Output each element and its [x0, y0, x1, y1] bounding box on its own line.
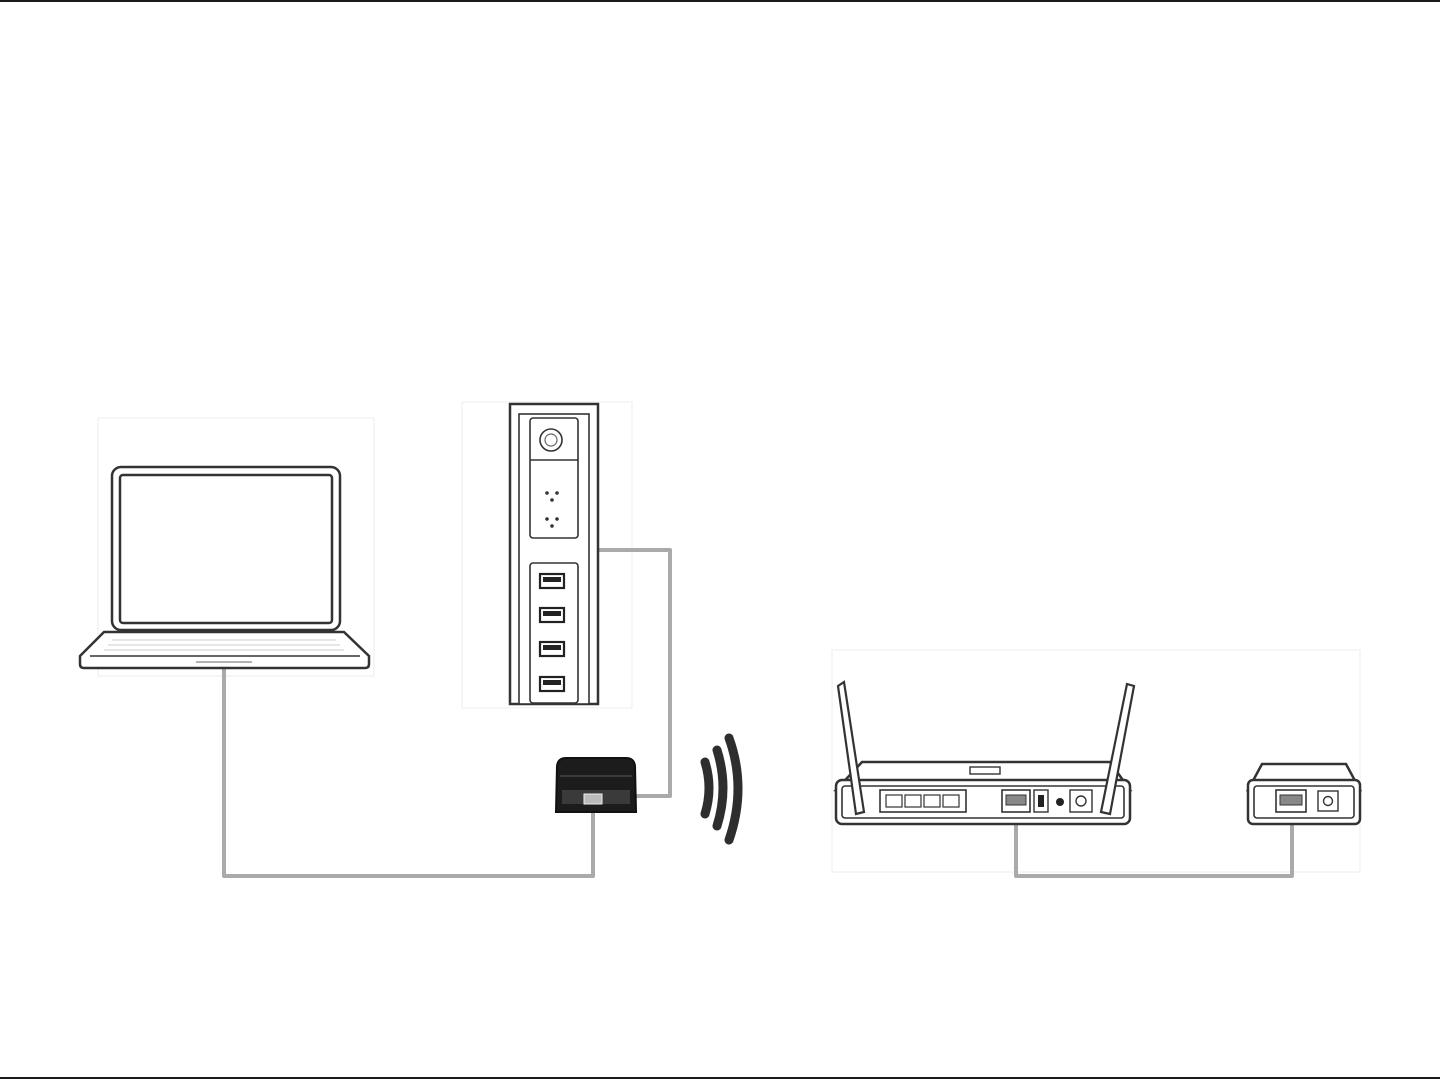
wireless-signal-icon: [705, 738, 738, 840]
powerline-adapter-icon: [556, 758, 636, 812]
laptop-icon: [80, 467, 369, 668]
router-icon: [836, 682, 1134, 824]
modem-icon: [1248, 764, 1360, 824]
power-strip-icon: [510, 404, 598, 704]
